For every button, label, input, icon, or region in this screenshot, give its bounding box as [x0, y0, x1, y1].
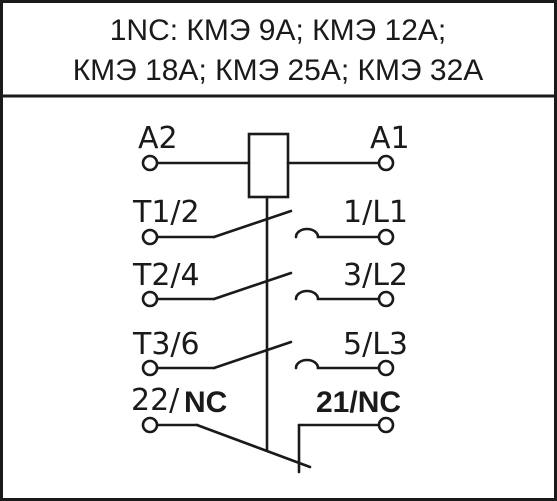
contact-2-blade: [212, 271, 293, 301]
label-l2: 3/L2: [343, 258, 408, 293]
aux-contact-blade: [195, 423, 312, 469]
contact-3-blade: [212, 340, 293, 370]
terminal-t3: [141, 359, 159, 377]
coil-symbol: [247, 132, 290, 199]
label-t2: T2/4: [132, 258, 200, 293]
header-line-2: КМЭ 18А; КМЭ 25А; КМЭ 32А: [73, 54, 484, 87]
label-t3: T3/6: [132, 327, 200, 362]
label-nc22-number: 22/: [131, 383, 180, 418]
terminal-l3: [377, 359, 395, 377]
label-nc22-suffix: NC: [184, 386, 227, 419]
terminal-l1: [377, 228, 395, 246]
contact-3-fixed: [294, 358, 381, 370]
label-l1: 1/L1: [343, 195, 408, 230]
label-l3: 5/L3: [343, 327, 408, 362]
header-line-1: 1NC: КМЭ 9А; КМЭ 12А;: [110, 14, 447, 47]
contact-2-fixed: [294, 289, 381, 301]
terminal-l2: [377, 290, 395, 308]
terminal-a2: [141, 154, 159, 172]
contact-1-fixed: [294, 227, 381, 239]
contact-1-blade: [212, 209, 293, 239]
label-a1: A1: [370, 121, 410, 156]
label-t1: T1/2: [132, 195, 200, 230]
label-a2: A2: [138, 121, 178, 156]
terminal-nc22: [141, 416, 159, 434]
terminal-t2: [141, 290, 159, 308]
terminal-t1: [141, 228, 159, 246]
terminal-a1: [377, 154, 395, 172]
terminal-nc21: [377, 416, 395, 434]
label-nc21: 21/NC: [316, 386, 401, 419]
